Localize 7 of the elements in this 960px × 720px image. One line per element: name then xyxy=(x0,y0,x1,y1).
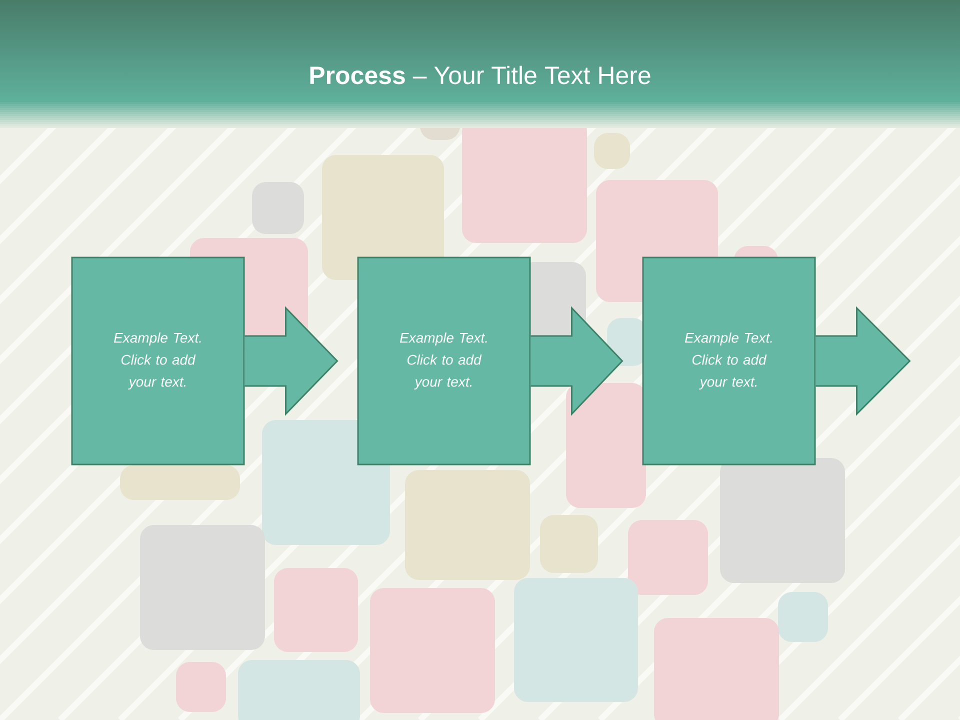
title: Process – Your Title Text Here xyxy=(310,66,650,84)
arrow xyxy=(815,306,911,416)
process-box: Example Text. Click to add your text. xyxy=(357,256,531,466)
process-box: Example Text. Click to add your text. xyxy=(642,256,816,466)
arrow xyxy=(244,306,338,416)
process-box: Example Text. Click to add your text. xyxy=(71,256,245,466)
arrow xyxy=(530,306,624,416)
